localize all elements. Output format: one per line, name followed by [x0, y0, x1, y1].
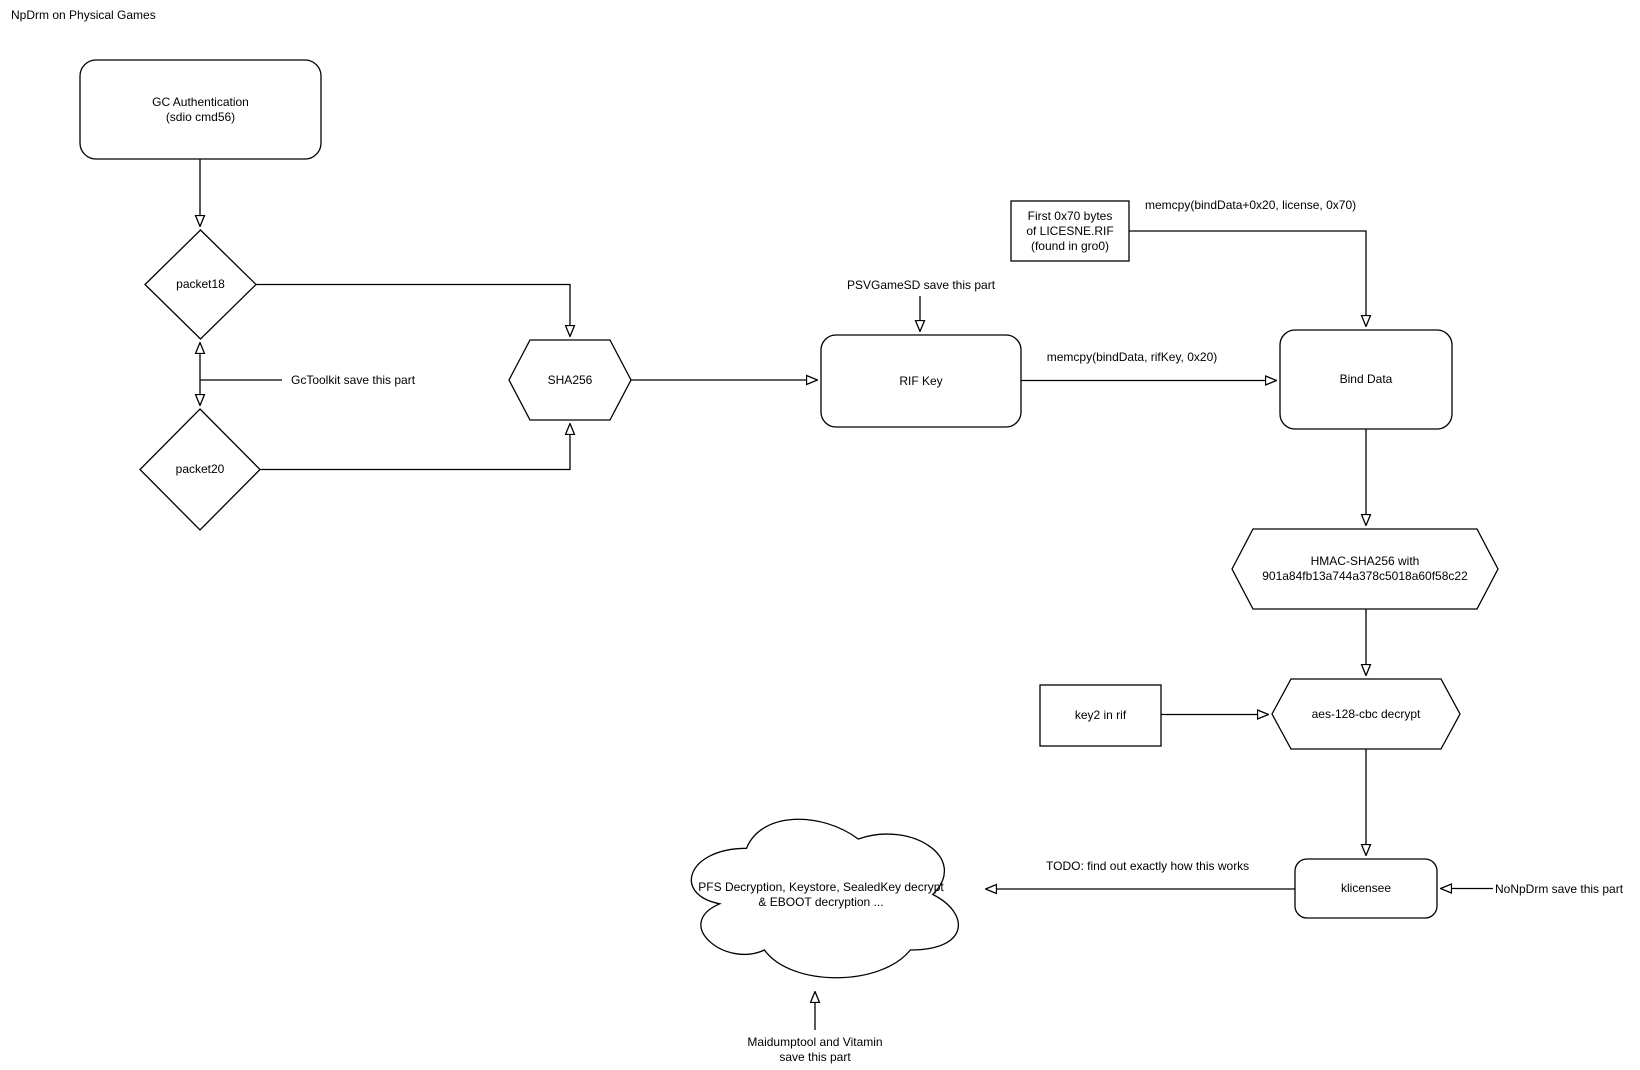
- gctoolkit-save-label: GcToolkit save this part: [291, 373, 416, 387]
- psvgamesd-save-label: PSVGameSD save this part: [846, 278, 996, 292]
- packet18-label: packet18: [176, 277, 225, 291]
- key2-in-rif-label: key2 in rif: [1074, 708, 1127, 722]
- edge-packet18-to-sha256: [256, 283, 570, 337]
- gc-authentication-node: [79, 59, 322, 160]
- aes-128-cbc-decrypt-node: [1271, 678, 1461, 750]
- memcpy-license-label: memcpy(bindData+0x20, license, 0x70): [1145, 198, 1357, 212]
- klicensee-node: [1294, 858, 1438, 919]
- packet18-node: [144, 229, 257, 340]
- rif-key-node: [820, 334, 1022, 428]
- bind-data-label: Bind Data: [1339, 372, 1393, 386]
- packet20-label: packet20: [175, 462, 225, 476]
- license-bytes-node: [1010, 200, 1130, 262]
- hmac-sha256-label: HMAC-SHA256 with 901a84fb13a744a378c5018…: [1262, 554, 1468, 583]
- license-bytes-label: First 0x70 bytes of LICESNE.RIF (found i…: [1026, 208, 1114, 253]
- edge-packet20-to-sha256: [260, 424, 570, 471]
- packet20-node: [139, 408, 261, 531]
- maidump-save-label: Maidumptool and Vitamin save this part: [747, 1035, 883, 1064]
- edge-license-to-binddata: [1129, 230, 1366, 326]
- klicensee-label: klicensee: [1340, 881, 1392, 895]
- aes-128-cbc-decrypt-label: aes-128-cbc decrypt: [1311, 706, 1421, 721]
- memcpy-rifkey-label: memcpy(bindData, rifKey, 0x20): [1046, 350, 1218, 364]
- page-title: NpDrm on Physical Games: [11, 8, 156, 22]
- sha256-node: [508, 339, 632, 421]
- todo-label: TODO: find out exactly how this works: [1046, 859, 1250, 873]
- rif-key-label: RIF Key: [899, 373, 943, 388]
- hmac-sha256-node: [1231, 528, 1499, 610]
- key2-in-rif-node: [1039, 684, 1162, 747]
- gc-authentication-label: GC Authentication (sdio cmd56): [152, 94, 249, 124]
- decryption-cloud-label: PFS Decryption, Keystore, SealedKey decr…: [698, 879, 944, 909]
- nonpdrm-save-label: NoNpDrm save this part: [1495, 882, 1624, 896]
- sha256-label: SHA256: [547, 372, 593, 387]
- bind-data-node: [1279, 329, 1453, 430]
- decryption-cloud-node: [690, 818, 959, 979]
